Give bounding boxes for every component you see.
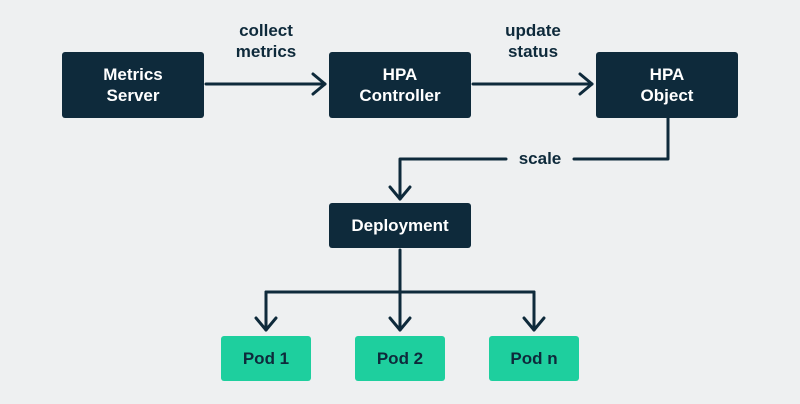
arrowhead-pod-n: [522, 316, 546, 332]
node-pod-n: Pod n: [489, 336, 579, 381]
node-pod-1: Pod 1: [221, 336, 311, 381]
arrowhead-pod-1: [254, 316, 278, 332]
label-update-status: update status: [505, 21, 561, 61]
node-hpa-controller: HPA Controller: [329, 52, 471, 118]
arrowhead-collect-metrics: [311, 72, 327, 96]
label-scale: scale: [518, 149, 562, 168]
arrowhead-update-status: [578, 72, 594, 96]
edge-scale-left: [398, 157, 508, 201]
arrowhead-scale: [388, 185, 412, 201]
node-deployment: Deployment: [329, 203, 471, 248]
node-metrics-server: Metrics Server: [62, 52, 204, 118]
node-pod-2: Pod 2: [355, 336, 445, 381]
node-hpa-object: HPA Object: [596, 52, 738, 118]
edge-scale-right: [572, 116, 670, 161]
label-collect-metrics: collect metrics: [235, 21, 297, 61]
arrowhead-pod-2: [388, 316, 412, 332]
